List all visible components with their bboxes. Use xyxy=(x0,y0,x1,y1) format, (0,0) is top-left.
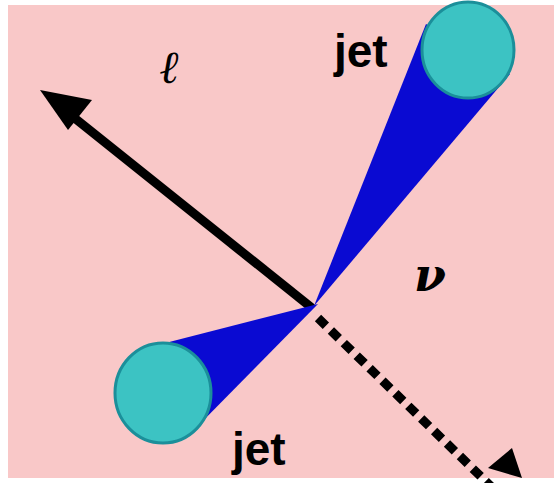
lepton-arrow xyxy=(72,116,312,308)
lepton-arrowhead xyxy=(40,90,92,130)
neutrino-label: ν xyxy=(414,252,446,298)
neutrino-arrowhead xyxy=(488,448,522,478)
lepton-label: ℓ xyxy=(160,44,180,90)
jet-label: jet xyxy=(334,28,388,74)
neutrino-arrow xyxy=(318,318,505,483)
jet-label: jet xyxy=(232,426,286,472)
jet-end xyxy=(115,343,211,443)
jet-end xyxy=(422,2,514,98)
